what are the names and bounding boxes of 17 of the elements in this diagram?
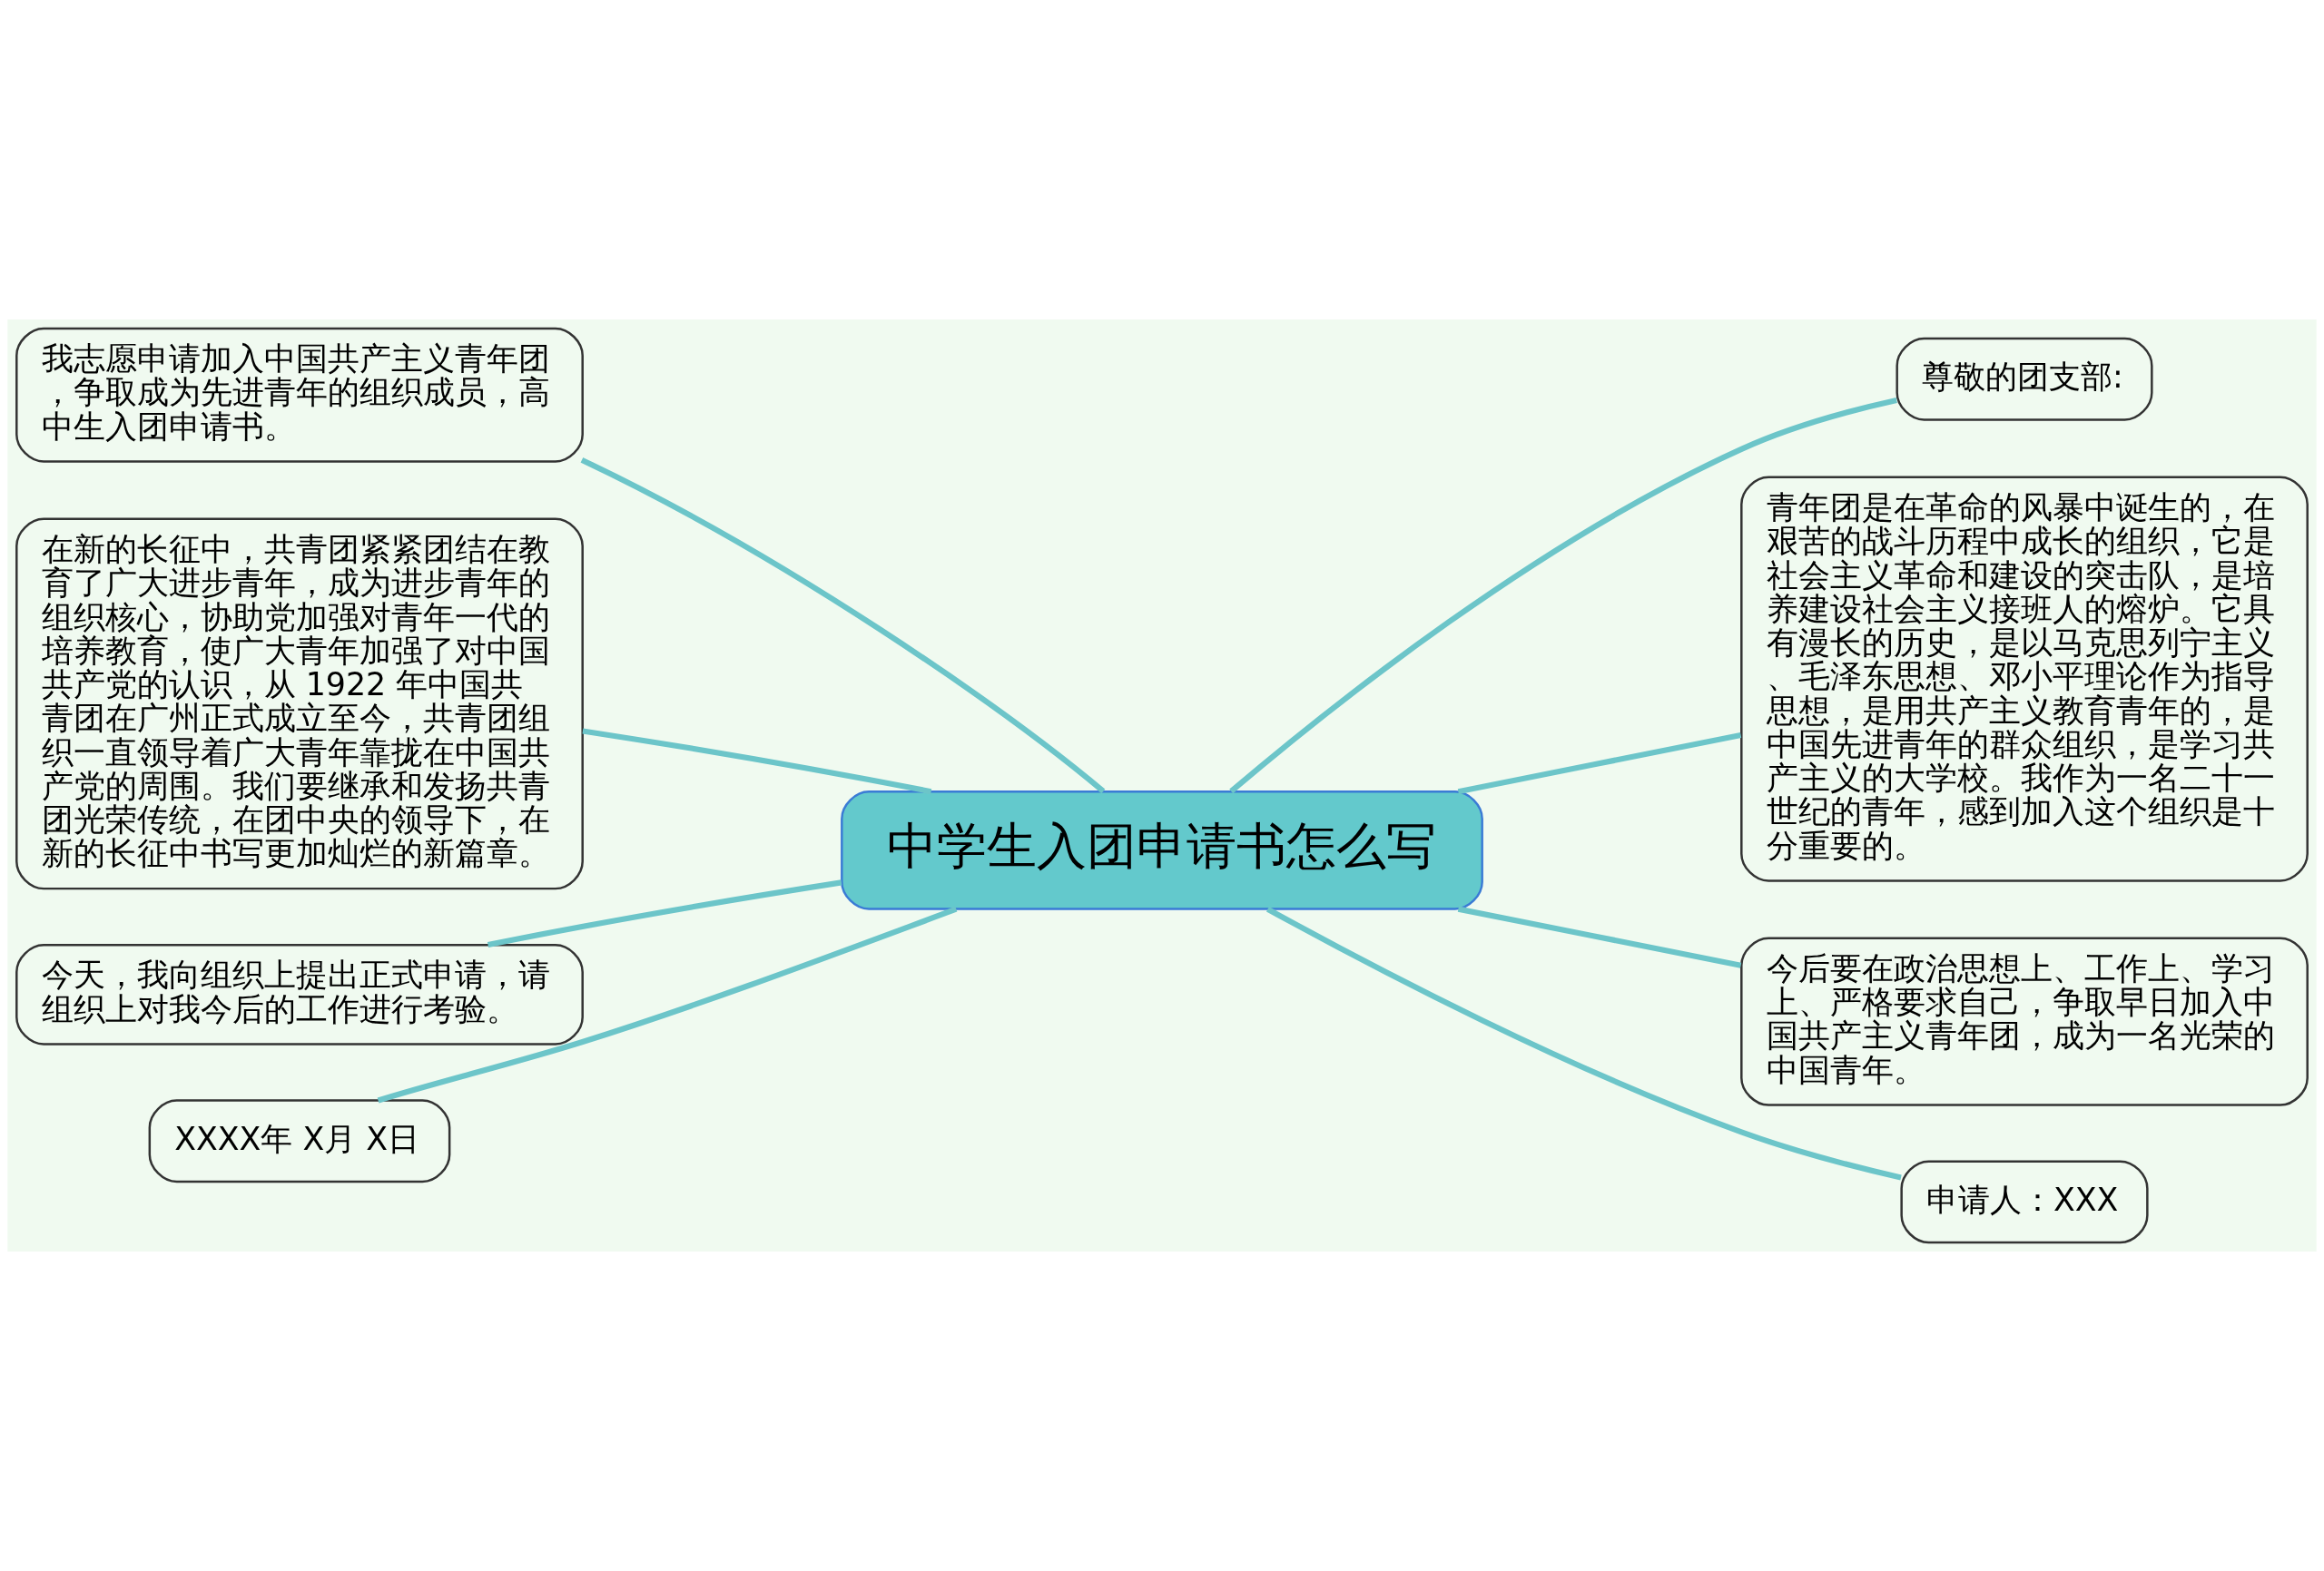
connector [579,457,1106,794]
connector [1457,906,1742,968]
node-box: 在新的长征中，共青团紧紧团结在教育了广大进步青年，成为进步青年的组织核心，协助党加强对青年一代的培养教育，使广大青年加强了对中国共产党的认识，从 1922 年中国共青团在广州正式成立至今，共青团组织一直领导着广大青年靠拢在中国共产党的周围。我们要继承和发扬共青团光荣传统，在团中央的领导下，在新的长征中书写更加灿烂的新篇章。 [15,517,584,890]
connector [377,906,958,1104]
connector [487,879,842,948]
node-box: 我志愿申请加入中国共产主义青年团，争取成为先进青年的组织成员，高中生入团申请书。 [15,327,584,463]
node-box: XXXX年 X月 X日 [148,1099,451,1183]
connector [1457,732,1742,795]
node-box: 青年团是在革命的风暴中诞生的，在艰苦的战斗历程中成长的组织，它是社会主义革命和建设的突击队，是培养建设社会主义接班人的熔炉。它具有漫长的历史，是以马克思列宁主义、毛泽东思想、邓小平理论作为指导思想，是用共产主义教育青年的，是中国先进青年的群众组织，是学习共产主义的大学校。我作为一名二十一世纪的青年，感到加入这个组织是十分重要的。 [1740,476,2309,882]
node-box: 中学生入团申请书怎么写 [841,790,1483,910]
connector [1265,906,1902,1181]
node-box: 尊敬的团支部: [1896,337,2153,421]
node-box: 今后要在政治思想上、工作上、学习上、严格要求自己，争取早日加入中国共产主义青年团，成为一名光荣的中国青年。 [1740,937,2309,1106]
connector [1229,398,1897,794]
node-box: 申请人：XXX [1900,1160,2149,1244]
node-box: 今天，我向组织上提出正式申请，请组织上对我今后的工作进行考验。 [15,944,584,1046]
connector [582,728,932,795]
